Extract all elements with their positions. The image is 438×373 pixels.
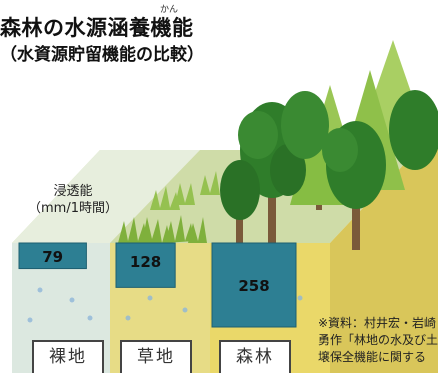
category-label-bare: 裸地 <box>32 340 104 373</box>
bar-bare <box>18 242 87 270</box>
y-axis-label-line1: 浸透能 <box>53 184 93 199</box>
y-axis-label-line2: （mm/1時間） <box>28 201 118 216</box>
source-line-1: ※資料：村井宏・岩崎 <box>318 316 437 330</box>
data-label-bare: 79 <box>42 248 63 266</box>
data-label-forest: 258 <box>238 277 269 295</box>
bars-layer: 79 128 258 <box>18 242 297 328</box>
bar-grass <box>115 242 176 288</box>
title-ruby: かん <box>160 5 179 15</box>
data-label-grass: 128 <box>130 253 161 271</box>
category-label-forest: 森林 <box>219 340 291 373</box>
source-line-2: 勇作「林地の水及び土 <box>318 333 438 347</box>
y-axis-label: 浸透能 （mm/1時間） <box>18 183 128 217</box>
ground-top-surface-bare <box>12 150 200 243</box>
ground-side-face <box>330 128 438 373</box>
grass-illustration <box>118 171 220 243</box>
category-label-grass: 草地 <box>120 340 192 373</box>
chart-subtitle: （水資源貯留機能の比較） <box>0 45 204 65</box>
source-note: ※資料：村井宏・岩崎 勇作「林地の水及び土 壌保全機能に関する <box>318 315 438 366</box>
header: かん 森林の水源涵養機能 （水資源貯留機能の比較） <box>0 0 438 80</box>
chart-title: 森林の水源涵養機能 <box>0 16 194 40</box>
forest-illustration <box>220 40 438 250</box>
source-line-3: 壌保全機能に関する <box>318 350 427 364</box>
bar-forest <box>211 242 297 328</box>
